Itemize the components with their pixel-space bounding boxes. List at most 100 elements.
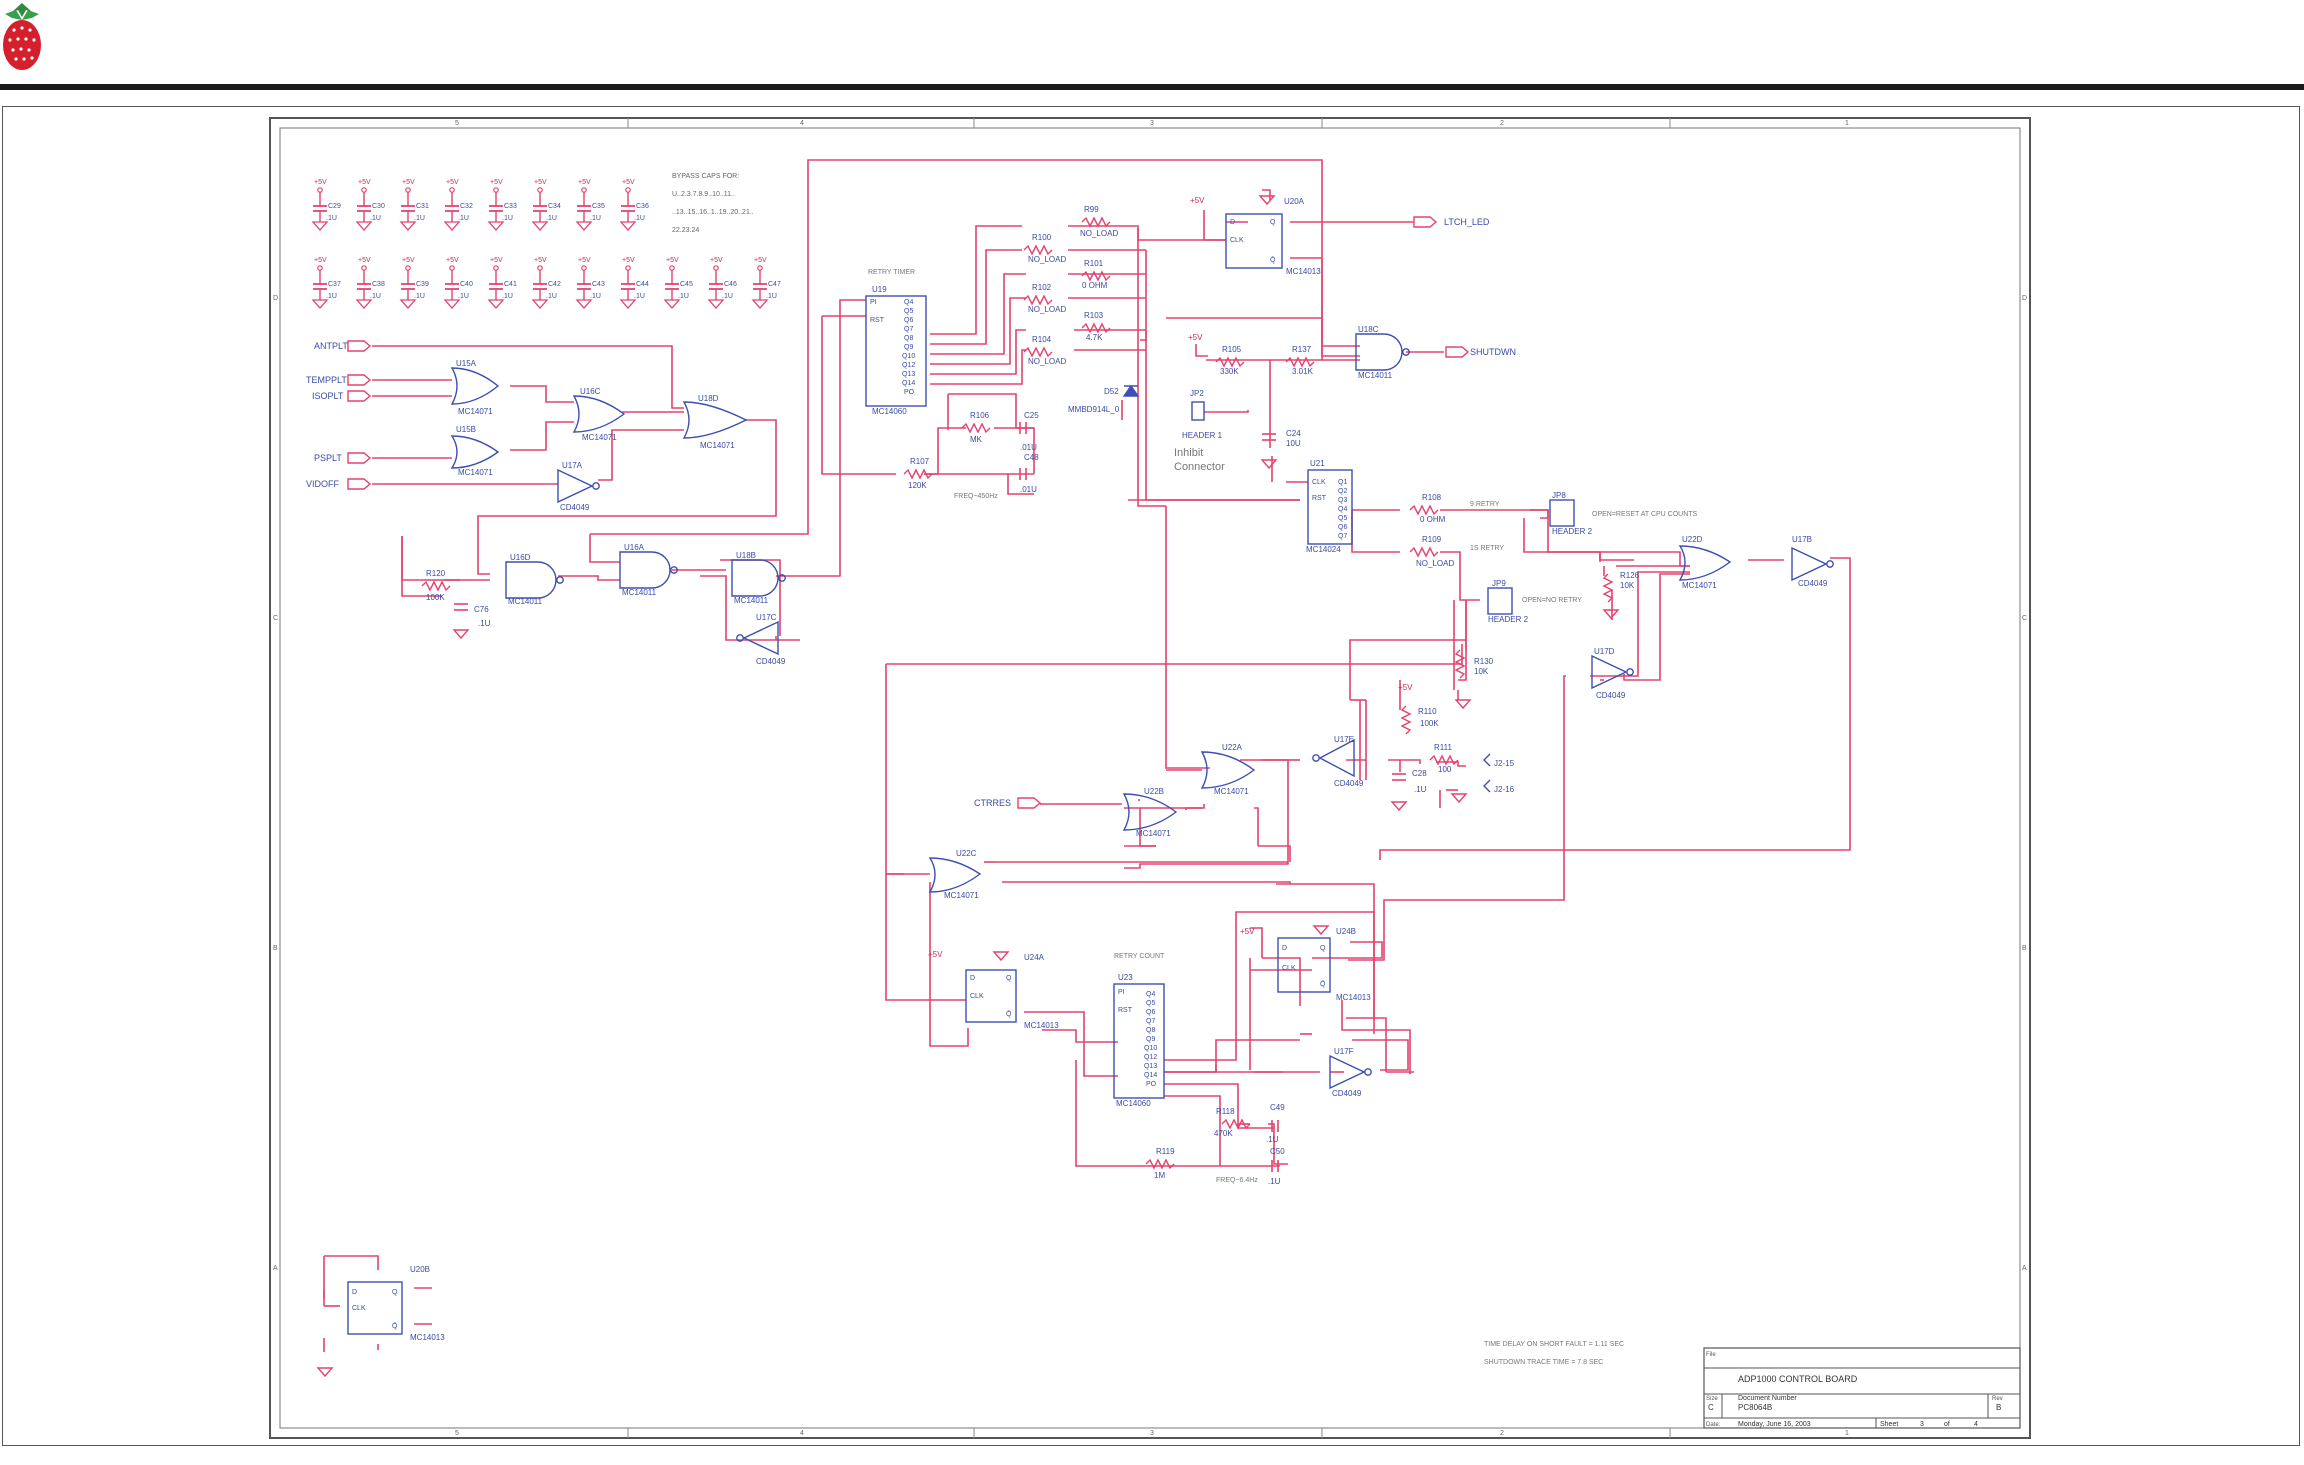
svg-text:Q: Q: [1270, 219, 1276, 226]
svg-text:CLK: CLK: [1312, 479, 1326, 486]
or-gate-u18d: [682, 401, 748, 439]
or-gate-u22d: [1678, 545, 1732, 581]
svg-text:D: D: [273, 295, 278, 302]
svg-text:RETRY COUNT: RETRY COUNT: [1114, 953, 1165, 960]
nand-gate-u16d: [505, 561, 557, 599]
cap-value: .1U: [590, 215, 601, 222]
jp8-header: [1549, 499, 1575, 527]
svg-text:100: 100: [1438, 765, 1452, 774]
supply-label: +5V: [490, 257, 503, 264]
ports: [347, 216, 1470, 809]
svg-text:MC14011: MC14011: [508, 597, 543, 606]
svg-text:SHUTDOWN TRACE TIME = 7.8 SEC: SHUTDOWN TRACE TIME = 7.8 SEC: [1484, 1359, 1603, 1366]
svg-text:OPEN=RESET AT CPU COUNTS: OPEN=RESET AT CPU COUNTS: [1592, 511, 1698, 518]
svg-text:R100: R100: [1032, 233, 1052, 242]
svg-text:PI: PI: [870, 299, 877, 306]
drawing-border-inner: [279, 127, 2021, 1429]
svg-text:PO: PO: [1146, 1081, 1157, 1088]
svg-text:C: C: [2022, 615, 2027, 622]
svg-text:120K: 120K: [908, 481, 927, 490]
svg-text:ISOPLT: ISOPLT: [312, 391, 344, 401]
svg-text:MC14013: MC14013: [1024, 1021, 1059, 1030]
drawing-border-outer: [269, 117, 2031, 1439]
svg-text:R105: R105: [1222, 345, 1242, 354]
svg-text:R118: R118: [1216, 1107, 1235, 1116]
cap-value: .1U: [634, 215, 645, 222]
svg-text:C: C: [273, 615, 278, 622]
svg-text:RST: RST: [1312, 495, 1327, 502]
svg-text:1: 1: [1845, 120, 1849, 127]
svg-text:FREQ~6.4Hz: FREQ~6.4Hz: [1216, 1177, 1258, 1184]
svg-text:Q7: Q7: [904, 326, 913, 333]
svg-text:U21: U21: [1310, 459, 1325, 468]
svg-text:MC14060: MC14060: [1116, 1099, 1151, 1108]
svg-text:ADP1000 CONTROL BOARD: ADP1000 CONTROL BOARD: [1738, 1374, 1858, 1384]
svg-text:R109: R109: [1422, 535, 1442, 544]
svg-text:Q9: Q9: [1146, 1036, 1155, 1043]
svg-text:MC14013: MC14013: [410, 1333, 445, 1342]
svg-text:D: D: [970, 975, 975, 982]
svg-text:PO: PO: [904, 389, 915, 396]
svg-text:B: B: [273, 945, 278, 952]
supply-label: +5V: [622, 257, 635, 264]
cap-ref: C41: [504, 281, 517, 288]
svg-text:R120: R120: [426, 569, 446, 578]
wires: [323, 159, 1851, 1352]
svg-text:U16D: U16D: [510, 553, 531, 562]
cap-value: .1U: [722, 293, 733, 300]
svg-text:D: D: [1230, 219, 1235, 226]
misc-caps: [454, 422, 1406, 1172]
svg-text:NO_LOAD: NO_LOAD: [1028, 255, 1066, 264]
svg-text:Monday, June 16, 2003: Monday, June 16, 2003: [1738, 1421, 1811, 1428]
svg-text:U24B: U24B: [1336, 927, 1356, 936]
cap-value: .1U: [414, 293, 425, 300]
cap-ref: C47: [768, 281, 781, 288]
svg-text:PSPLT: PSPLT: [314, 453, 342, 463]
supply-label: +5V: [314, 179, 327, 186]
svg-text:A: A: [2022, 1265, 2027, 1272]
svg-text:3: 3: [1150, 1430, 1154, 1437]
svg-text:Q4: Q4: [1146, 991, 1155, 998]
svg-text:NO_LOAD: NO_LOAD: [1080, 229, 1118, 238]
cap-ref: C35: [592, 203, 605, 210]
svg-text:TEMPPLT: TEMPPLT: [306, 375, 347, 385]
svg-text:LTCH_LED: LTCH_LED: [1444, 217, 1490, 227]
inverter-u17f: [1329, 1054, 1366, 1090]
supply-label: +5V: [490, 179, 503, 186]
svg-text:U18D: U18D: [698, 394, 719, 403]
svg-text:U22C: U22C: [956, 849, 977, 858]
svg-text:U20B: U20B: [410, 1265, 430, 1274]
svg-text:U22A: U22A: [1222, 743, 1243, 752]
svg-text:HEADER 2: HEADER 2: [1488, 615, 1529, 624]
cap-value: .1U: [458, 293, 469, 300]
cap-ref: C36: [636, 203, 649, 210]
cap-ref: C32: [460, 203, 473, 210]
svg-text:CD4049: CD4049: [1332, 1089, 1362, 1098]
jp2-header: [1191, 401, 1205, 421]
svg-text:Q̄: Q̄: [1270, 256, 1276, 264]
supply-label: +5V: [402, 179, 415, 186]
bypass-note: BYPASS CAPS FOR: U..2.3.7.8.9..10..11.. …: [672, 173, 754, 234]
parts: [347, 213, 1834, 1335]
svg-text:Q: Q: [392, 1289, 398, 1296]
svg-text:C25: C25: [1024, 411, 1039, 420]
cap-ref: C45: [680, 281, 693, 288]
svg-text:2: 2: [1500, 1430, 1504, 1437]
svg-text:R103: R103: [1084, 311, 1104, 320]
svg-text:U17E: U17E: [1334, 735, 1354, 744]
svg-text:PI: PI: [1118, 989, 1125, 996]
svg-text:Q4: Q4: [1338, 506, 1347, 513]
svg-text:Q13: Q13: [902, 371, 915, 378]
svg-text:+5V: +5V: [1190, 196, 1205, 205]
svg-text:3.01K: 3.01K: [1292, 367, 1314, 376]
svg-text:Q5: Q5: [1146, 1000, 1155, 1007]
svg-text:RETRY TIMER: RETRY TIMER: [868, 269, 915, 276]
cap-ref: C38: [372, 281, 385, 288]
